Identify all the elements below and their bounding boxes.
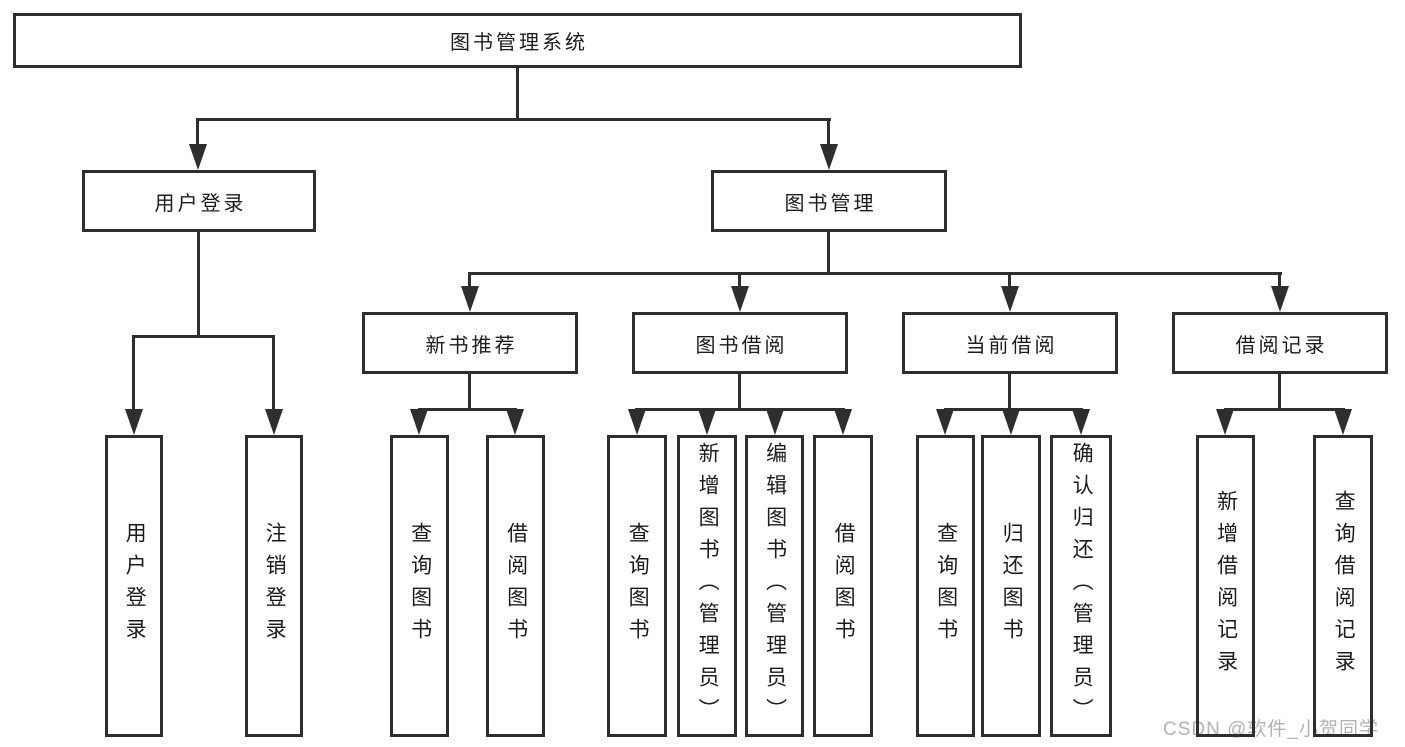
leaf-query-borrow-record-label: 查询借阅记录 [1332,490,1356,682]
edge-user-login-branch-line [132,335,275,338]
arrow-to-new-books [461,286,479,312]
arrow-to-borrow-books-1 [506,409,524,435]
leaf-query-books-1: 查询图书 [390,435,449,737]
arrow-to-return-book [1002,409,1020,435]
arrow-to-confirm-return [1072,409,1090,435]
arrow-to-add-book [698,409,716,435]
leaf-user-login-label: 用户登录 [123,522,147,650]
edge-borrow-records-trunk [1278,374,1281,410]
edge-stem-login-leaf [132,335,135,413]
edge-stem-new-books [468,272,471,290]
leaf-add-borrow-record: 新增借阅记录 [1196,435,1255,737]
leaf-query-books-1-label: 查询图书 [408,522,432,650]
leaf-query-borrow-record: 查询借阅记录 [1313,435,1373,737]
arrow-to-logout-leaf [265,409,283,435]
edge-book-mgmt-trunk [827,232,830,275]
leaf-edit-book-admin: 编辑图书（管理员） [745,435,804,737]
arrow-to-edit-book [766,409,784,435]
leaf-query-books-3: 查询图书 [916,435,975,737]
leaf-query-books-3-label: 查询图书 [934,522,958,650]
arrow-to-user-login [189,144,207,170]
arrow-to-borrow-books-2 [834,409,852,435]
edge-root-trunk [516,68,519,120]
edge-stem-book-borrow [738,272,741,290]
arrow-to-query-books-3 [936,409,954,435]
leaf-borrow-books-2-label: 借阅图书 [832,522,856,650]
edge-stem-user-login [196,118,199,148]
leaf-add-borrow-record-label: 新增借阅记录 [1214,490,1238,682]
leaf-borrow-books-1: 借阅图书 [486,435,545,737]
leaf-confirm-return-admin: 确认归还（管理员） [1050,435,1112,737]
node-root-label: 图书管理系统 [450,32,588,54]
node-new-book-recommend-label: 新书推荐 [425,334,518,357]
edge-stem-current-borrow [1008,272,1011,290]
leaf-add-book-admin-label: 新增图书（管理员） [696,442,720,730]
arrow-to-query-books-1 [410,409,428,435]
arrow-to-book-borrow [731,286,749,312]
edge-level3-branch-line [468,272,1282,275]
node-book-management-label: 图书管理 [784,192,877,215]
leaf-user-login: 用户登录 [105,435,163,737]
arrow-to-borrow-records [1271,286,1289,312]
leaf-confirm-return-admin-label: 确认归还（管理员） [1070,442,1094,730]
edge-book-borrow-trunk [738,374,741,410]
node-root: 图书管理系统 [13,13,1022,68]
arrow-to-add-record [1216,409,1234,435]
edge-borrow-records-branch-line [1224,408,1345,411]
leaf-add-book-admin: 新增图书（管理员） [677,435,737,737]
node-book-management: 图书管理 [711,170,947,232]
arrow-to-current-borrow [1001,286,1019,312]
leaf-query-books-2-label: 查询图书 [626,522,650,650]
leaf-return-book-label: 归还图书 [1000,522,1024,650]
node-user-login: 用户登录 [82,170,316,232]
node-borrow-records-label: 借阅记录 [1235,334,1328,357]
arrow-to-book-mgmt [820,144,838,170]
node-user-login-label: 用户登录 [154,192,247,215]
edge-book-borrow-branch-line [635,408,845,411]
node-book-borrow-label: 图书借阅 [695,334,788,357]
leaf-borrow-books-1-label: 借阅图书 [504,522,528,650]
leaf-logout: 注销登录 [245,435,303,737]
leaf-edit-book-admin-label: 编辑图书（管理员） [763,442,787,730]
node-current-borrow-label: 当前借阅 [965,334,1058,357]
edge-stem-logout-leaf [272,335,275,413]
arrow-to-login-leaf [125,409,143,435]
arrow-to-query-record [1334,409,1352,435]
leaf-borrow-books-2: 借阅图书 [813,435,873,737]
leaf-return-book: 归还图书 [981,435,1041,737]
node-new-book-recommend: 新书推荐 [362,312,578,374]
edge-level1-branch-line [197,118,831,121]
edge-stem-book-mgmt [827,118,830,148]
edge-user-login-trunk [197,232,200,336]
leaf-logout-label: 注销登录 [263,522,287,650]
edge-new-books-trunk [468,374,471,410]
arrow-to-query-books-2 [628,409,646,435]
node-book-borrow: 图书借阅 [632,312,848,374]
edge-new-books-branch-line [418,408,517,411]
edge-current-borrow-trunk [1008,374,1011,410]
edge-stem-borrow-records [1278,272,1281,290]
node-current-borrow: 当前借阅 [902,312,1118,374]
leaf-query-books-2: 查询图书 [607,435,667,737]
node-borrow-records: 借阅记录 [1172,312,1388,374]
